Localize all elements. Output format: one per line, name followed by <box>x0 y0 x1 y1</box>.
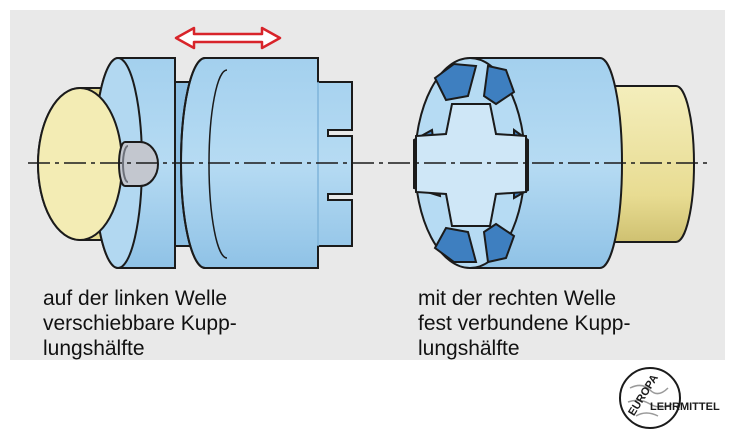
left-coupling-half <box>37 57 353 269</box>
caption-right-line-1: mit der rechten Welle <box>418 287 617 310</box>
caption-right-line-2: fest verbundene Kupp- <box>418 312 631 335</box>
caption-right-line-3: lungshälfte <box>418 337 520 360</box>
europa-lehrmittel-logo: EUROPA LEHRMITTEL <box>619 367 720 429</box>
logo-text-lehrmittel: LEHRMITTEL <box>650 401 720 413</box>
right-shaft <box>599 85 695 243</box>
shift-arrow <box>174 26 282 50</box>
caption-left-line-1: auf der linken Welle <box>43 287 228 310</box>
caption-left: auf der linken Welle verschiebbare Kupp-… <box>43 286 237 361</box>
caption-left-line-3: lungshälfte <box>43 337 145 360</box>
left-shaft-face <box>37 87 123 241</box>
caption-left-line-2: verschiebbare Kupp- <box>43 312 237 335</box>
caption-right: mit der rechten Welle fest verbundene Ku… <box>418 286 630 361</box>
left-key <box>118 141 159 187</box>
